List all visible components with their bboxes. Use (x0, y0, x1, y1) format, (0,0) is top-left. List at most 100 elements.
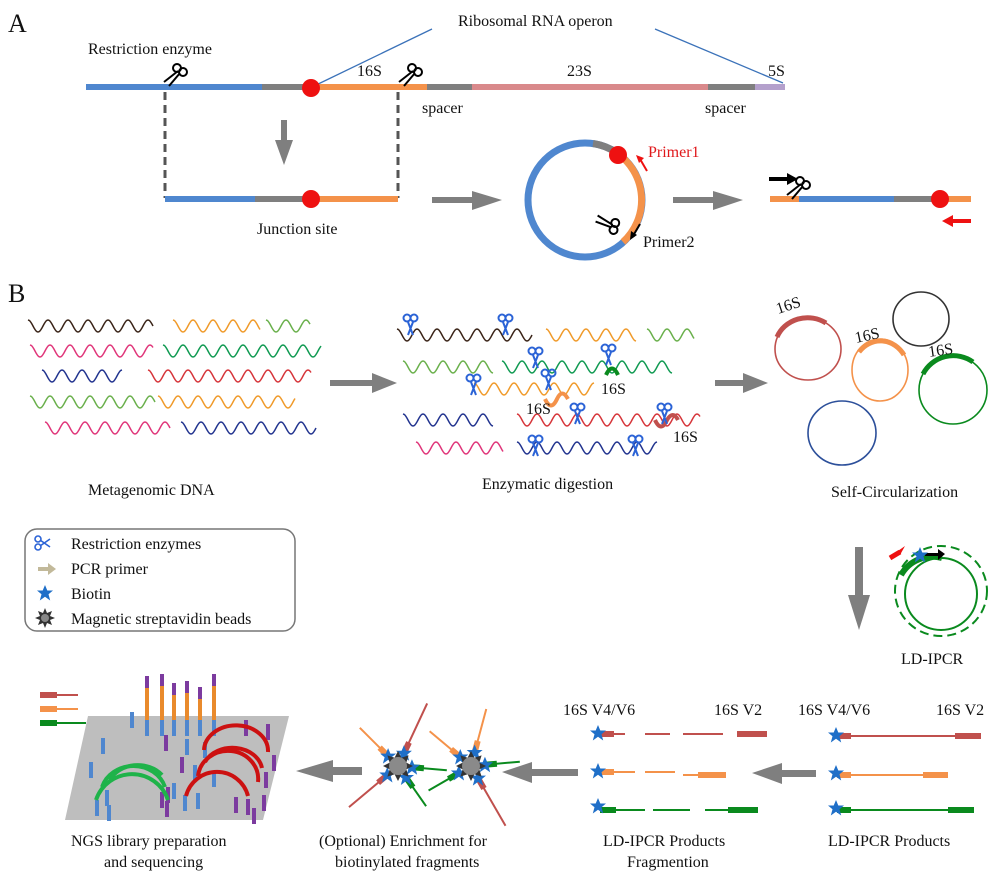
region-v4v6-label: 16S V4/V6 (563, 702, 635, 719)
right-arrow (715, 373, 768, 393)
right-arrow (673, 191, 743, 210)
metagenomic-dna-label: Metagenomic DNA (88, 482, 215, 499)
left-arrow (296, 760, 362, 782)
enrichment-label-2: biotinylated fragments (335, 854, 479, 871)
dna-strand (44, 421, 171, 435)
16s-label: 16S (601, 381, 626, 398)
dna-strand (396, 328, 533, 342)
legend-label: PCR primer (71, 561, 149, 578)
ld-ipcr-products-label: LD-IPCR Products (828, 833, 950, 850)
restriction-enzyme-label: Restriction enzyme (88, 41, 212, 58)
legend-label: Magnetic streptavidin beads (71, 611, 251, 628)
digested-dna-strands (396, 328, 701, 455)
scissors-icon (527, 346, 544, 369)
scissors-icon (465, 373, 482, 396)
legend: Restriction enzymes PCR primer Biotin Ma… (24, 528, 296, 632)
junction-site-label: Junction site (257, 221, 337, 238)
scissors-icon (163, 63, 188, 87)
gene-5s-label: 5S (768, 63, 785, 80)
junction-dot (931, 190, 949, 208)
bead-icon (35, 608, 55, 628)
gene-23s-label: 23S (567, 63, 592, 80)
16s-label: 16S (774, 294, 803, 318)
16s-highlights (543, 366, 680, 429)
enrichment-label-1: (Optional) Enrichment for (319, 833, 488, 850)
panel-a-letter: A (8, 9, 27, 38)
dna-strand (402, 360, 494, 374)
dna-strand (157, 395, 296, 409)
ngs-label-2: and sequencing (104, 854, 203, 871)
ngs-legend-reads (40, 692, 86, 726)
enzymatic-digestion-label: Enzymatic digestion (482, 476, 613, 493)
operon-bracket-right (654, 28, 784, 84)
junction-dot (302, 79, 320, 97)
right-arrow (330, 373, 397, 393)
region-v4v6-label: 16S V4/V6 (798, 702, 870, 719)
streptavidin-beads (348, 703, 520, 827)
dna-strand (265, 319, 311, 333)
spacer-label-1: spacer (422, 100, 464, 117)
scissors-icon (592, 208, 624, 240)
fragmented-products (590, 725, 767, 814)
16s-label: 16S (526, 401, 551, 418)
down-arrow (848, 547, 870, 630)
gene-16s-label: 16S (357, 63, 382, 80)
left-arrow (502, 762, 578, 783)
legend-label: Restriction enzymes (71, 536, 201, 553)
sequencing-clusters (89, 674, 276, 824)
genome-line (86, 84, 785, 90)
ld-ipcr-label: LD-IPCR (901, 651, 964, 668)
dna-strand (473, 382, 595, 396)
dna-strand (180, 421, 317, 435)
linear-product (770, 196, 971, 202)
forward-primer-arrow (769, 173, 798, 185)
dna-strand (29, 395, 156, 409)
16s-label: 16S (927, 341, 954, 361)
dna-strand (29, 344, 154, 358)
right-arrow (432, 191, 502, 210)
dna-strand (545, 328, 637, 342)
dna-strand (41, 369, 123, 383)
reverse-primer-arrow (942, 215, 971, 227)
dna-strand (27, 319, 154, 333)
junction-dot (302, 190, 320, 208)
dna-strand (147, 369, 312, 383)
operon-label: Ribosomal RNA operon (458, 13, 613, 30)
ngs-label-1: NGS library preparation (71, 833, 227, 850)
dna-strand (162, 344, 322, 358)
circular-fragments (774, 291, 988, 466)
spacer-label-2: spacer (705, 100, 747, 117)
dna-strand (402, 413, 494, 427)
metagenomic-dna-strands (27, 319, 322, 435)
scissors-icon (34, 535, 51, 551)
ld-ipcr-products (828, 727, 981, 816)
down-arrow (275, 120, 293, 165)
dna-strand (646, 328, 695, 342)
junction-dot (609, 146, 627, 164)
arrow-icon (38, 563, 56, 575)
primer1-label: Primer1 (648, 144, 700, 161)
fragmentation-label-1: LD-IPCR Products (603, 833, 725, 850)
dna-strand (501, 360, 673, 374)
dna-strand (415, 441, 504, 455)
region-v2-label: 16S V2 (714, 702, 762, 719)
operon-bracket-left (311, 28, 433, 88)
dna-strand (172, 319, 261, 333)
dna-strand (516, 413, 701, 427)
flow-cell (65, 716, 289, 820)
panel-b-letter: B (8, 279, 25, 308)
scissors-icon (398, 63, 423, 87)
fragmentation-label-2: Fragmention (627, 854, 709, 871)
star-icon (37, 585, 53, 601)
junction-line (165, 196, 398, 202)
scissors-icon (402, 313, 419, 336)
16s-label: 16S (853, 325, 881, 347)
primer1-arrow (639, 158, 648, 172)
16s-label: 16S (673, 429, 698, 446)
primer2-label: Primer2 (643, 234, 695, 251)
ld-ipcr-circle (888, 545, 988, 637)
self-circularization-label: Self-Circularization (831, 484, 958, 501)
left-arrow (752, 763, 816, 784)
legend-label: Biotin (71, 586, 111, 603)
